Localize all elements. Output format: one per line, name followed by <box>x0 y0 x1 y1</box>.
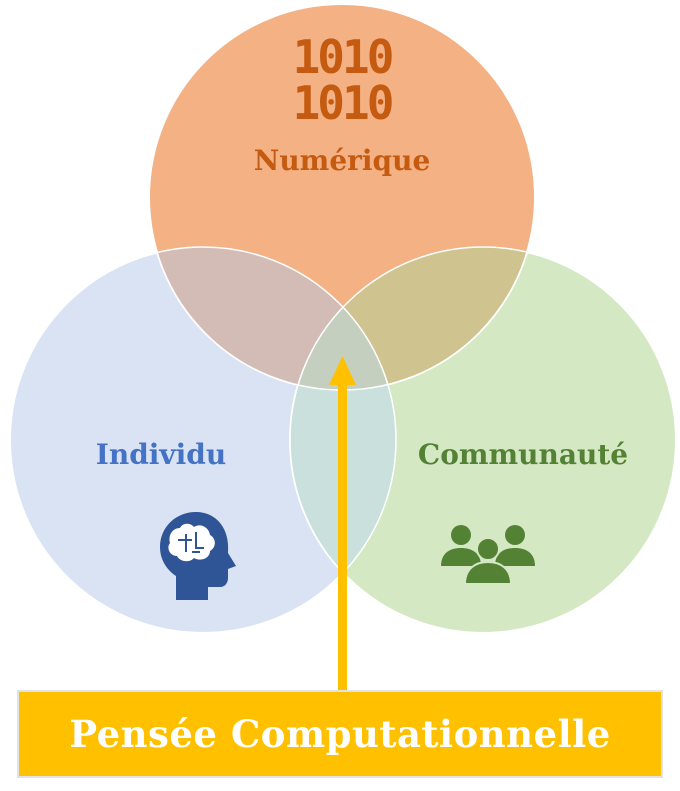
brain-head-icon <box>160 512 236 600</box>
people-group-icon <box>441 525 535 585</box>
binary-code-icon: 1010 1010 <box>293 30 395 130</box>
label-numerique: Numérique <box>254 144 431 177</box>
label-communaute: Communauté <box>418 438 628 471</box>
label-individu: Individu <box>96 438 227 471</box>
overlap-numerique-individu <box>149 247 396 390</box>
banner-title: Pensée Computationnelle <box>69 712 611 756</box>
binary-row-1: 1010 <box>293 30 392 84</box>
arrow-up-icon <box>329 356 356 692</box>
overlap-numerique-communaute <box>290 247 535 390</box>
outline-individu <box>9 246 397 634</box>
pensee-computationnelle-banner: Pensée Computationnelle <box>17 690 663 778</box>
outline-communaute <box>289 246 677 634</box>
binary-row-2: 1010 <box>293 76 392 130</box>
